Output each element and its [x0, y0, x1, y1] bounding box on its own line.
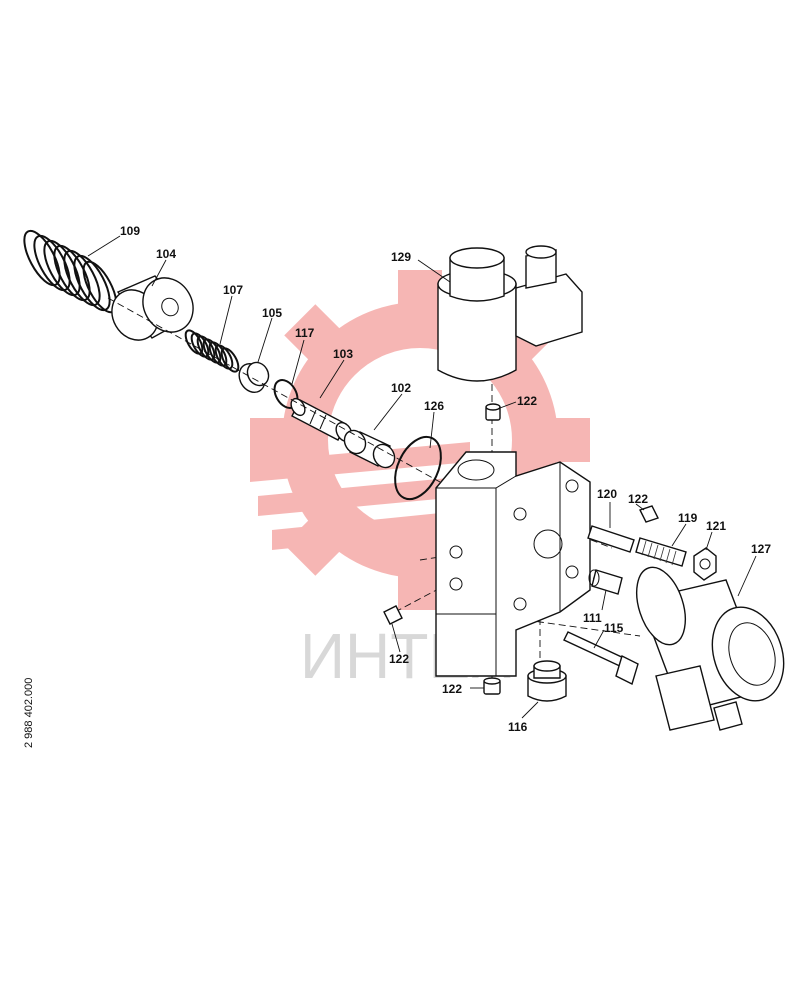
leader-lines [87, 235, 757, 719]
valve-body [435, 451, 591, 677]
callout-119: 119 [678, 511, 698, 525]
part-120-pin [587, 525, 635, 553]
callout-103: 103 [333, 347, 353, 361]
callout-111: 111 [583, 611, 602, 625]
part-109-spring [23, 229, 118, 314]
callout-105: 105 [262, 306, 282, 320]
callout-labels: 109 104 107 105 117 103 102 126 129 122 … [120, 224, 771, 734]
callout-122-bottom: 122 [442, 682, 462, 696]
callout-120: 120 [597, 487, 617, 501]
callout-117: 117 [295, 326, 315, 340]
callout-126: 126 [424, 399, 444, 413]
callout-109: 109 [120, 224, 140, 238]
callout-122-top: 122 [517, 394, 537, 408]
callout-116: 116 [508, 720, 528, 734]
callout-121: 121 [706, 519, 726, 533]
part-105-disc [238, 361, 270, 394]
part-116-plug [527, 660, 567, 702]
part-122-plug-left [383, 605, 403, 625]
callout-129: 129 [391, 250, 411, 264]
callout-122-right: 122 [628, 492, 648, 506]
part-121-nut [693, 547, 717, 581]
part-127-solenoid [635, 566, 785, 731]
part-107-spring [184, 329, 240, 373]
callout-102: 102 [391, 381, 411, 395]
part-122-plug-top [485, 403, 501, 421]
part-122-plug-bottom [483, 677, 501, 695]
callout-115: 115 [604, 621, 624, 635]
callout-127: 127 [751, 542, 771, 556]
drawing-number: 2 988 402.000 [23, 678, 35, 748]
part-111-sleeve [588, 569, 623, 595]
part-129-solenoid [437, 245, 583, 382]
speed-stripes [250, 442, 470, 550]
callout-107: 107 [223, 283, 243, 297]
part-115-bolt [563, 631, 639, 685]
part-102-sleeve [343, 429, 396, 469]
part-122-plug-right [639, 505, 659, 523]
part-119-threaded-rod [635, 537, 687, 567]
callout-104: 104 [156, 247, 176, 261]
part-104-cap [111, 275, 194, 341]
callout-122-left: 122 [389, 652, 409, 666]
